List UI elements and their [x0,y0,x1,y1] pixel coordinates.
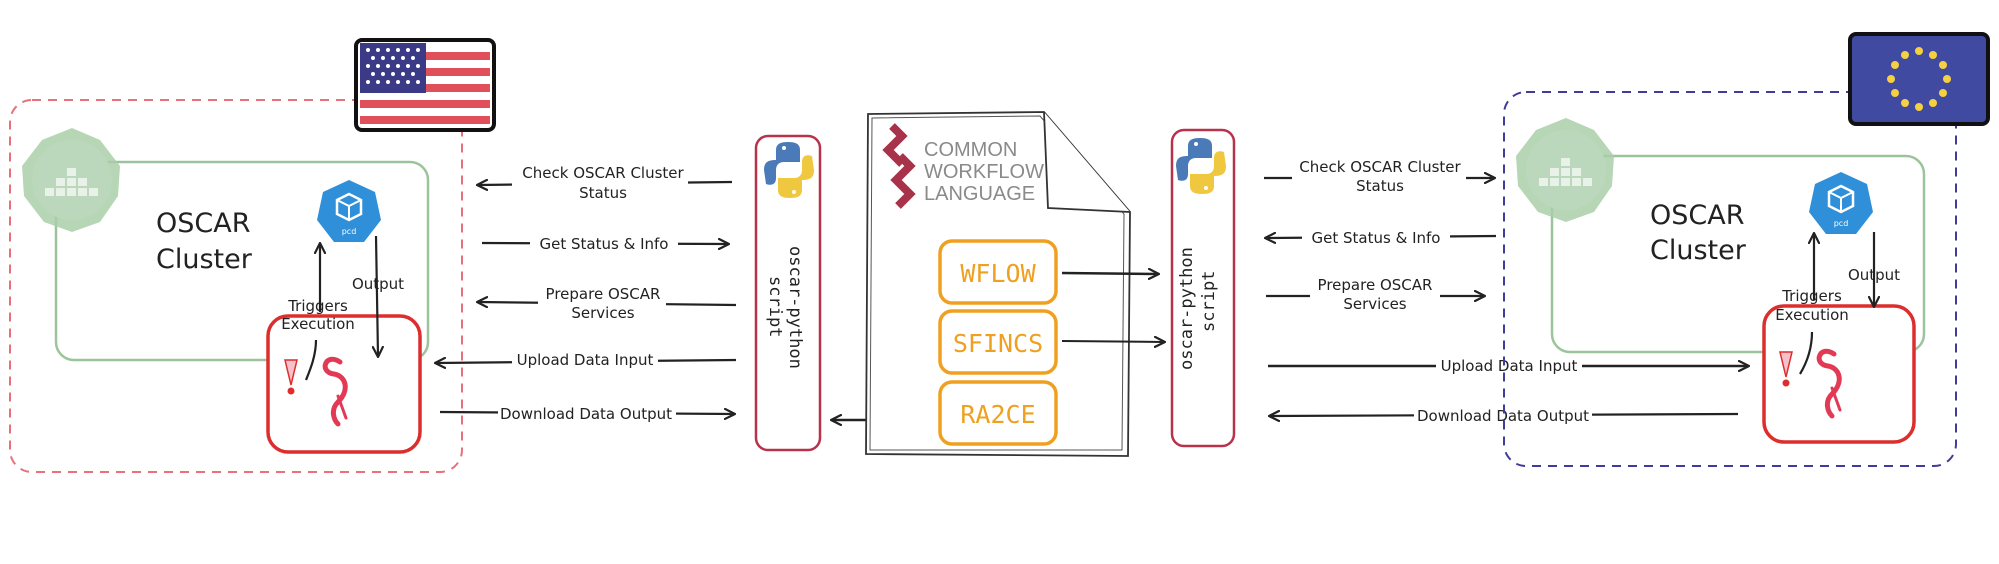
left-output-arrow [376,235,378,356]
workflow-label-sfincs: SFINCS [953,329,1043,358]
right-oscar-logo-icon [1516,118,1614,222]
right-check-label-1: Check OSCAR Cluster [1299,158,1461,176]
right-cluster-box [1550,154,1926,354]
left-script: oscar-python script [754,134,822,452]
right-script: oscar-python script [1170,128,1236,448]
left-prepare-label-2: Services [571,304,634,322]
left-cluster-label-1: OSCAR [156,208,250,239]
left-region-border [9,99,463,473]
left-download-label: Download Data Output [500,405,672,423]
right-arrows: Check OSCAR Cluster Status Get Status & … [1264,158,1748,425]
left-cluster-label-2: Cluster [156,244,253,275]
left-prepare-label-1: Prepare OSCAR [546,285,661,303]
workflow-box-wflow [938,239,1058,305]
left-check-label-1: Check OSCAR Cluster [522,164,684,182]
right-triggers-label-1: Triggers [1781,287,1842,305]
right-script-label-1: oscar-python [1177,247,1197,370]
right-script-label-2: script [1199,271,1219,332]
right-download-label: Download Data Output [1417,407,1589,425]
left-oscar-logo-icon [22,128,120,232]
right-cluster-label-1: OSCAR [1650,200,1744,231]
left-upload-label: Upload Data Input [517,351,654,369]
right-region: OSCAR Cluster pcd Triggers Execution Out… [1503,32,1990,467]
left-alert-icon [284,359,298,395]
left-check-label-2: Status [579,184,627,202]
left-kubernetes-icon: pcd [317,180,381,242]
workflow-label-wflow: WFLOW [960,259,1036,288]
right-prepare-label-2: Services [1343,295,1406,313]
left-script-label-2: script [765,276,785,337]
left-trigger-curve [304,339,318,381]
left-python-icon [764,142,814,198]
us-flag-icon [354,38,496,132]
workflow-box-sfincs [938,309,1058,375]
left-script-box [754,134,822,452]
right-script-box [1170,128,1236,448]
sfincs-to-right-script-arrow [1061,341,1164,342]
left-region: OSCAR Cluster pcd Triggers Execution Out… [9,38,496,473]
cwl-line-3: LANGUAGE [924,183,1035,205]
right-output-label: Output [1848,266,1900,284]
right-kubernetes-icon: pcd [1809,172,1873,234]
cwl-logo-icon [882,123,916,209]
cwl-document: COMMON WORKFLOW LANGUAGE WFLOW SFINCS RA… [865,111,1131,457]
left-output-label: Output [352,275,404,293]
right-k8s-caption: pcd [1834,219,1849,228]
right-status-label: Get Status & Info [1312,229,1441,247]
right-triggers-label-2: Execution [1775,306,1849,324]
workflow-label-ra2ce: RA2CE [960,400,1035,429]
left-script-label-1: oscar-python [785,246,805,369]
eu-flag-icon [1848,32,1990,126]
right-flamingo-icon [1816,348,1842,419]
right-check-label-2: Status [1356,177,1404,195]
right-region-border [1503,91,1957,467]
left-flamingo-icon [322,356,348,427]
right-trigger-curve [1799,331,1814,375]
workflow-box-ra2ce [938,380,1058,446]
right-cluster-label-2: Cluster [1650,235,1747,266]
wflow-to-right-script-arrow [1061,273,1158,274]
left-cluster-box [54,160,430,362]
left-arrows: Check OSCAR Cluster Status Get Status & … [436,164,736,423]
cwl-line-1: COMMON [924,139,1017,161]
left-k8s-caption: pcd [342,227,357,236]
left-status-label: Get Status & Info [540,235,669,253]
left-triggers-label-1: Triggers [287,297,348,315]
right-alert-icon [1779,351,1793,387]
right-upload-label: Upload Data Input [1441,357,1578,375]
cwl-line-2: WORKFLOW [924,161,1044,183]
cwl-page-fold [1043,111,1131,213]
right-prepare-label-1: Prepare OSCAR [1318,276,1433,294]
left-triggers-label-2: Execution [281,315,355,333]
right-python-icon [1176,138,1226,194]
